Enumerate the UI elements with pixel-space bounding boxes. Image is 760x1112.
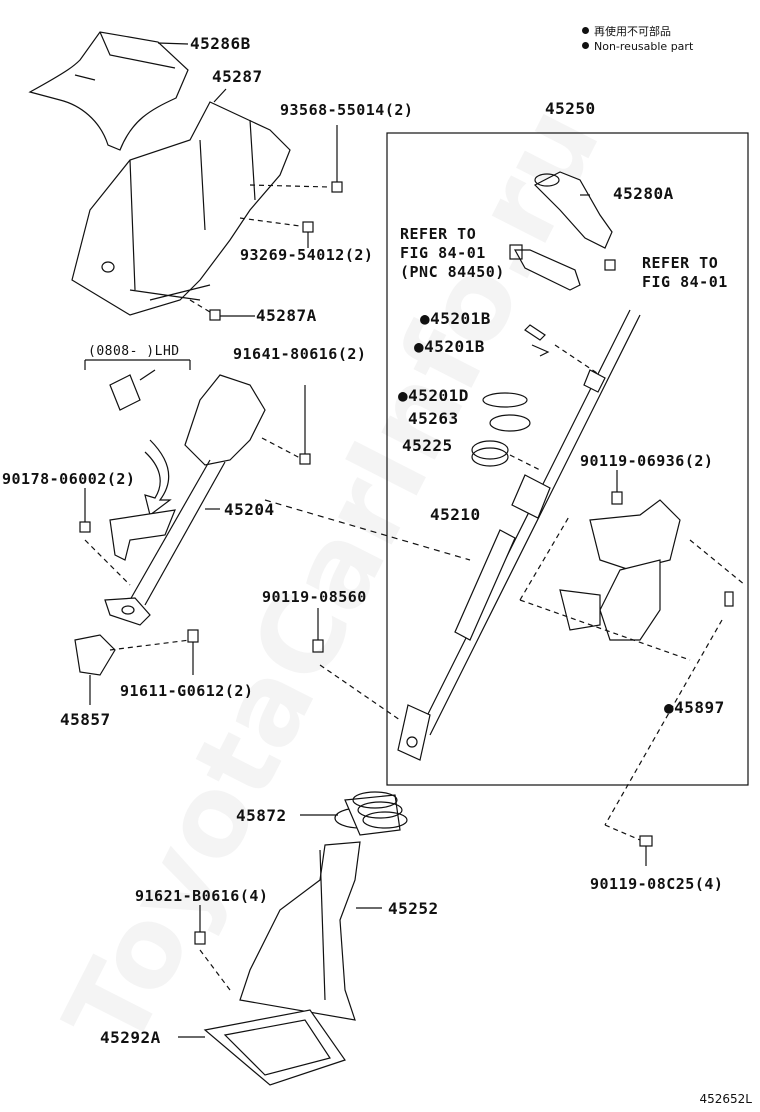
label-45287A[interactable]: 45287A	[256, 306, 317, 325]
label-90119-06936[interactable]: 90119-06936(2)	[580, 452, 714, 470]
label-45286B[interactable]: 45286B	[190, 34, 251, 53]
label-45252[interactable]: 45252	[388, 899, 439, 918]
bracket-45857-shape	[74, 629, 199, 705]
nut-90178	[79, 488, 131, 586]
label-91621-B0616[interactable]: 91621-B0616(4)	[135, 887, 269, 905]
screw-93269	[239, 217, 314, 248]
legend-jp-text: 再使用不可部品	[594, 25, 671, 38]
part-45280A-shape	[509, 171, 616, 291]
bracket-45204-shape	[104, 374, 266, 626]
label-45201B-1[interactable]: ●45201B	[420, 309, 491, 328]
seal-45292A-shape	[203, 1009, 346, 1086]
label-91641-80616[interactable]: 91641-80616(2)	[233, 345, 367, 363]
lhd-inset	[84, 359, 191, 517]
cover-45286B-shape	[28, 31, 189, 151]
legend: 再使用不可部品 Non-reusable part	[582, 24, 693, 54]
label-45263[interactable]: 45263	[408, 409, 459, 428]
label-45872[interactable]: 45872	[236, 806, 287, 825]
label-45201B-2[interactable]: ●45201B	[414, 337, 485, 356]
ring-45201D	[482, 392, 528, 408]
bolt-refer2	[604, 259, 616, 271]
bolt-91621	[194, 931, 206, 945]
bolt-91611	[187, 629, 199, 643]
bearing-45225	[471, 440, 509, 467]
label-90178-06002[interactable]: 90178-06002(2)	[2, 470, 136, 488]
clip-45287A	[189, 299, 255, 321]
label-45201D[interactable]: ●45201D	[398, 386, 469, 405]
shaft-45210-shape	[397, 309, 641, 761]
label-45210[interactable]: 45210	[430, 505, 481, 524]
label-45225[interactable]: 45225	[402, 436, 453, 455]
label-91611-G0612[interactable]: 91611-G0612(2)	[120, 682, 254, 700]
label-45287[interactable]: 45287	[212, 67, 263, 86]
ring-45201B	[524, 324, 550, 357]
bolt-90119-06936	[611, 491, 623, 505]
label-45897[interactable]: ●45897	[664, 698, 725, 717]
label-90119-08C25[interactable]: 90119-08C25(4)	[590, 875, 724, 893]
refer-to-2-line2[interactable]: FIG 84-01	[642, 273, 728, 291]
refer-to-2-line1[interactable]: REFER TO	[642, 254, 719, 272]
refer-to-1-line2[interactable]: FIG 84-01	[400, 244, 486, 262]
boot-45872-shape	[334, 791, 408, 836]
label-45204[interactable]: 45204	[224, 500, 275, 519]
refer-to-1-line3[interactable]: (PNC 84450)	[400, 263, 505, 281]
shroud-45287-shape	[71, 101, 291, 316]
cover-45252-shape	[239, 841, 361, 1021]
bolt-91641	[299, 453, 311, 465]
variant-note: (0808- )LHD	[88, 344, 180, 359]
label-90119-08560[interactable]: 90119-08560	[262, 588, 367, 606]
figure-id: 452652L	[699, 1092, 753, 1106]
bolt-45897	[724, 591, 734, 607]
label-45250[interactable]: 45250	[545, 99, 596, 118]
label-45280A[interactable]: 45280A	[613, 184, 674, 203]
label-45292A[interactable]: 45292A	[100, 1028, 161, 1047]
label-45857[interactable]: 45857	[60, 710, 111, 729]
legend-en-row: Non-reusable part	[582, 39, 693, 54]
screw-93568	[249, 125, 343, 193]
bullet-icon	[582, 42, 589, 49]
assembly-45250-box	[386, 132, 749, 786]
ring-45263	[489, 414, 531, 432]
bolt-90119-08C25	[639, 835, 653, 847]
label-93568-55014[interactable]: 93568-55014(2)	[280, 101, 414, 119]
label-93269-54012[interactable]: 93269-54012(2)	[240, 246, 374, 264]
bullet-icon	[582, 27, 589, 34]
refer-to-1-line1[interactable]: REFER TO	[400, 225, 477, 243]
legend-en-text: Non-reusable part	[594, 40, 694, 53]
column-lower-shape	[559, 470, 681, 641]
bolt-90119-08560	[312, 639, 324, 653]
legend-jp-row: 再使用不可部品	[582, 24, 693, 39]
